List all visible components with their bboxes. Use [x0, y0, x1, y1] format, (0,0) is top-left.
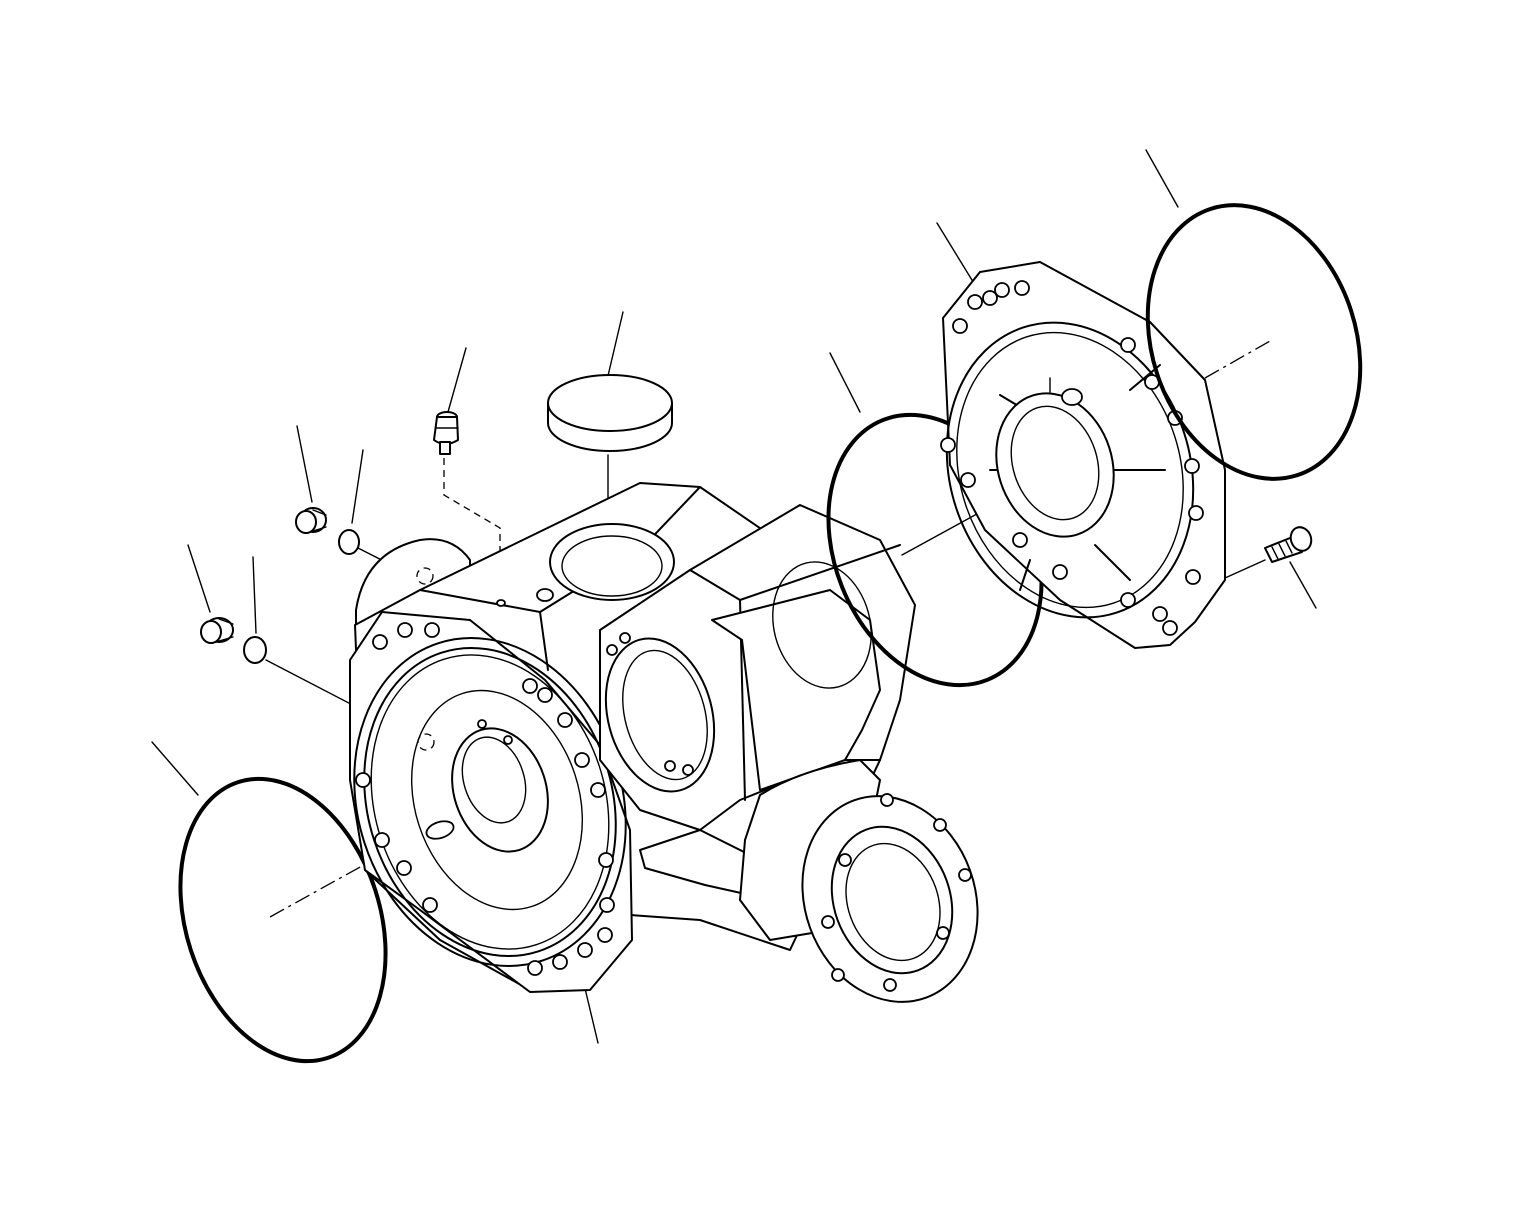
leader-plug-upper [296, 425, 313, 503]
end-cover-bolt-holes [940, 280, 1204, 636]
housing-flange-bolt-holes [355, 622, 615, 976]
end-cover [940, 261, 1226, 649]
axis-cover-bolt [1224, 559, 1266, 579]
drain-plug-upper [295, 507, 327, 534]
washer-upper [338, 529, 360, 555]
top-cap-plug [547, 374, 673, 452]
leader-oring-left [151, 741, 199, 796]
o-ring-left-large [178, 776, 388, 1064]
leader-washer-upper [351, 449, 364, 524]
axle-housing [349, 482, 979, 1003]
leader-breather [447, 347, 467, 413]
leader-bolt [1289, 561, 1317, 609]
housing-pinion-flange [739, 759, 979, 1003]
leader-oring-right [1145, 149, 1179, 208]
breather-fitting [433, 411, 459, 455]
leader-cover [936, 222, 976, 286]
o-ring-right-large [1145, 203, 1363, 481]
cover-bolt [1264, 526, 1313, 563]
leader-top-cap [606, 311, 624, 381]
drain-plug-lower [200, 617, 234, 644]
washer-lower [243, 636, 267, 664]
leader-lines [151, 149, 1317, 1044]
leader-washer-lower [252, 556, 257, 634]
leader-oring-middle [829, 352, 861, 413]
axis-right-cover [1204, 340, 1271, 379]
leader-plug-lower [187, 544, 211, 613]
